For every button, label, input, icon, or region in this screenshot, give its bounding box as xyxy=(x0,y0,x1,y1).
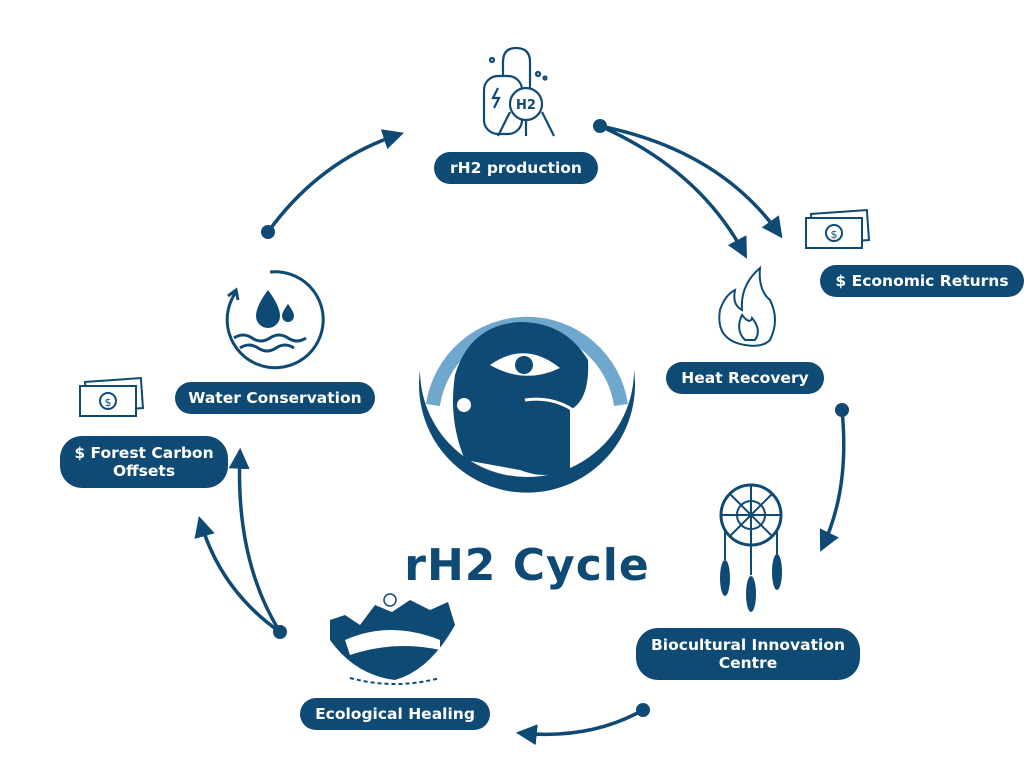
node-forest-carbon-offsets: $ Forest Carbon Offsets xyxy=(60,436,228,488)
svg-text:$: $ xyxy=(105,396,112,409)
money-icon: $ xyxy=(805,209,871,249)
arrow-heat-to-biocultural xyxy=(819,409,846,552)
money-icon: $ xyxy=(79,377,145,417)
node-water-conservation: Water Conservation xyxy=(175,382,375,414)
svg-text:$: $ xyxy=(831,228,838,241)
node-heat-recovery: Heat Recovery xyxy=(666,362,824,394)
dreamcatcher-icon xyxy=(719,483,783,612)
arrow-ecological-to-water xyxy=(228,447,282,633)
node-biocultural-innovation-centre: Biocultural Innovation Centre xyxy=(636,628,860,680)
arrow-ecological-to-forest xyxy=(194,515,282,634)
arrow-production-to-heat xyxy=(599,124,747,259)
svg-text:H2: H2 xyxy=(516,98,536,113)
hydrogen-tank-icon: H2 xyxy=(482,46,555,137)
node-label-line: Centre xyxy=(718,654,778,672)
cycle-arrows xyxy=(194,124,846,746)
node-rh2-production: rH2 production xyxy=(434,152,598,184)
arrow-water-to-production xyxy=(266,129,404,234)
node-ecological-healing: Ecological Healing xyxy=(300,698,490,730)
water-drop-cycle-icon xyxy=(225,270,325,370)
eagle-logo-icon xyxy=(418,316,635,493)
node-label-line: Biocultural Innovation xyxy=(650,636,846,654)
arrow-production-to-economic xyxy=(599,124,783,239)
diagram-title: rH2 Cycle xyxy=(404,540,650,591)
landscape-icon xyxy=(330,593,455,685)
arrow-biocultural-to-ecological xyxy=(515,708,644,746)
node-economic-returns: $ Economic Returns xyxy=(820,265,1024,297)
node-label-line: $ Forest Carbon xyxy=(74,444,214,462)
flame-icon xyxy=(718,265,776,347)
node-label-line: Offsets xyxy=(112,462,176,480)
